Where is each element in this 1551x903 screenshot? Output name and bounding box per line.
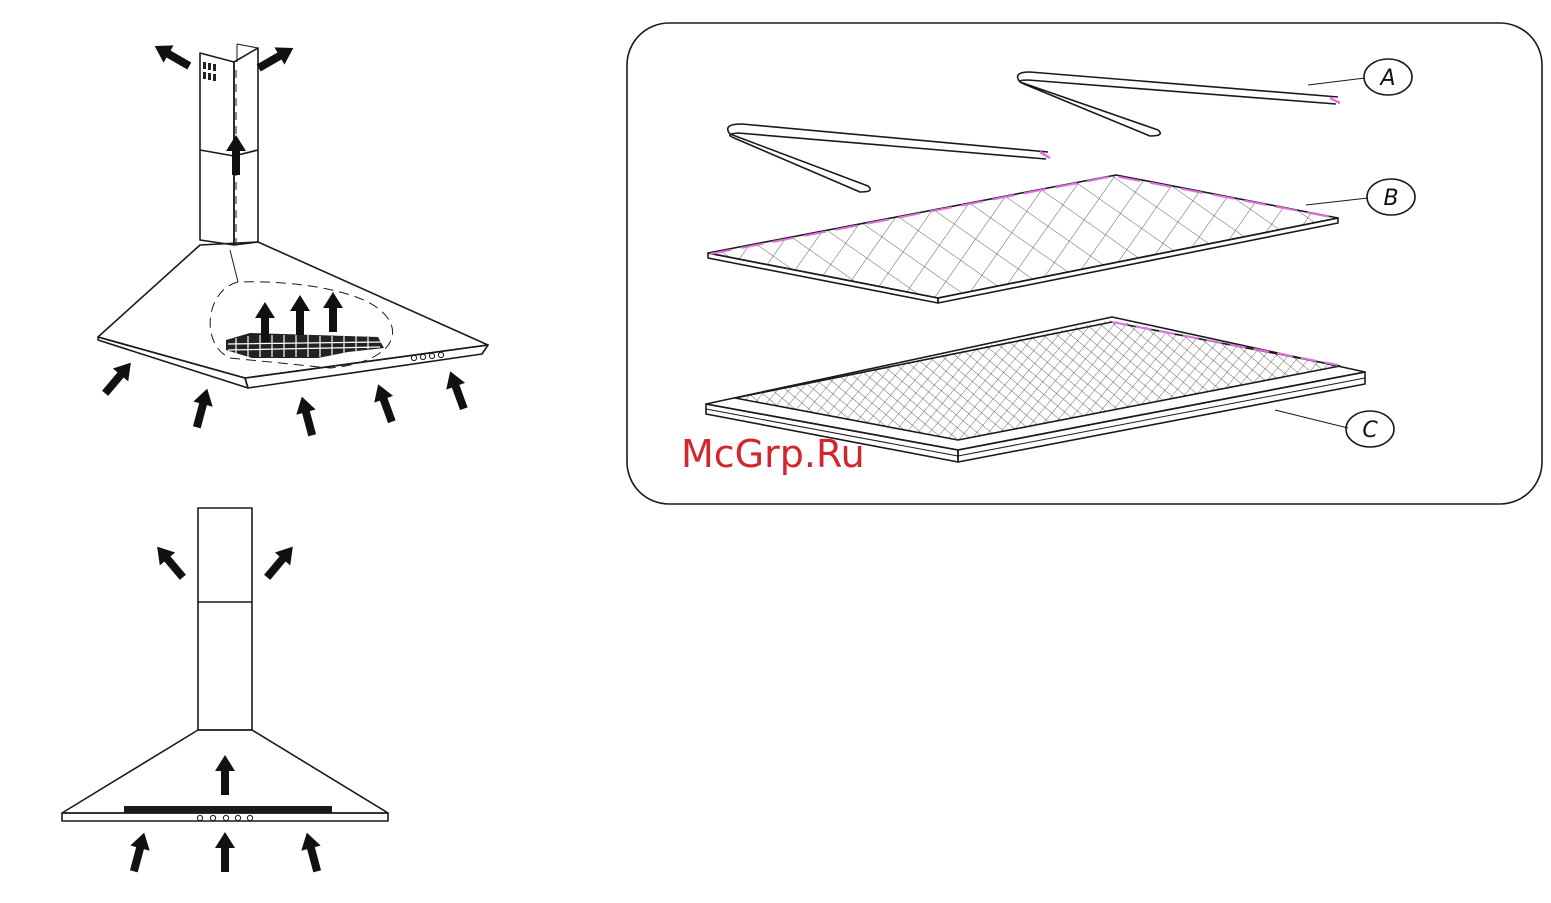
hood-perspective-diagram	[97, 37, 488, 438]
wire-clip-rear	[1018, 72, 1340, 136]
callout-b-label: B	[1383, 186, 1398, 211]
hood-front-chimney	[198, 508, 252, 730]
callout-c-label: C	[1362, 418, 1378, 443]
watermark: McGrp.Ru	[681, 432, 865, 476]
hood-front-diagram	[62, 508, 388, 874]
front-airflow-arrows	[124, 540, 327, 874]
wire-clip-front	[728, 124, 1050, 192]
chimney-vent-slots	[203, 62, 216, 81]
callout-b: B	[1306, 179, 1415, 215]
internal-filter-grid	[226, 333, 384, 358]
callout-c: C	[1275, 410, 1394, 447]
airflow-arrows	[97, 37, 473, 438]
hood-canopy	[98, 242, 488, 388]
callout-a: A	[1308, 59, 1412, 95]
hood-chimney	[200, 44, 258, 245]
front-control-buttons	[197, 815, 252, 820]
filter-mat	[708, 175, 1338, 303]
callout-a-label: A	[1378, 66, 1395, 91]
